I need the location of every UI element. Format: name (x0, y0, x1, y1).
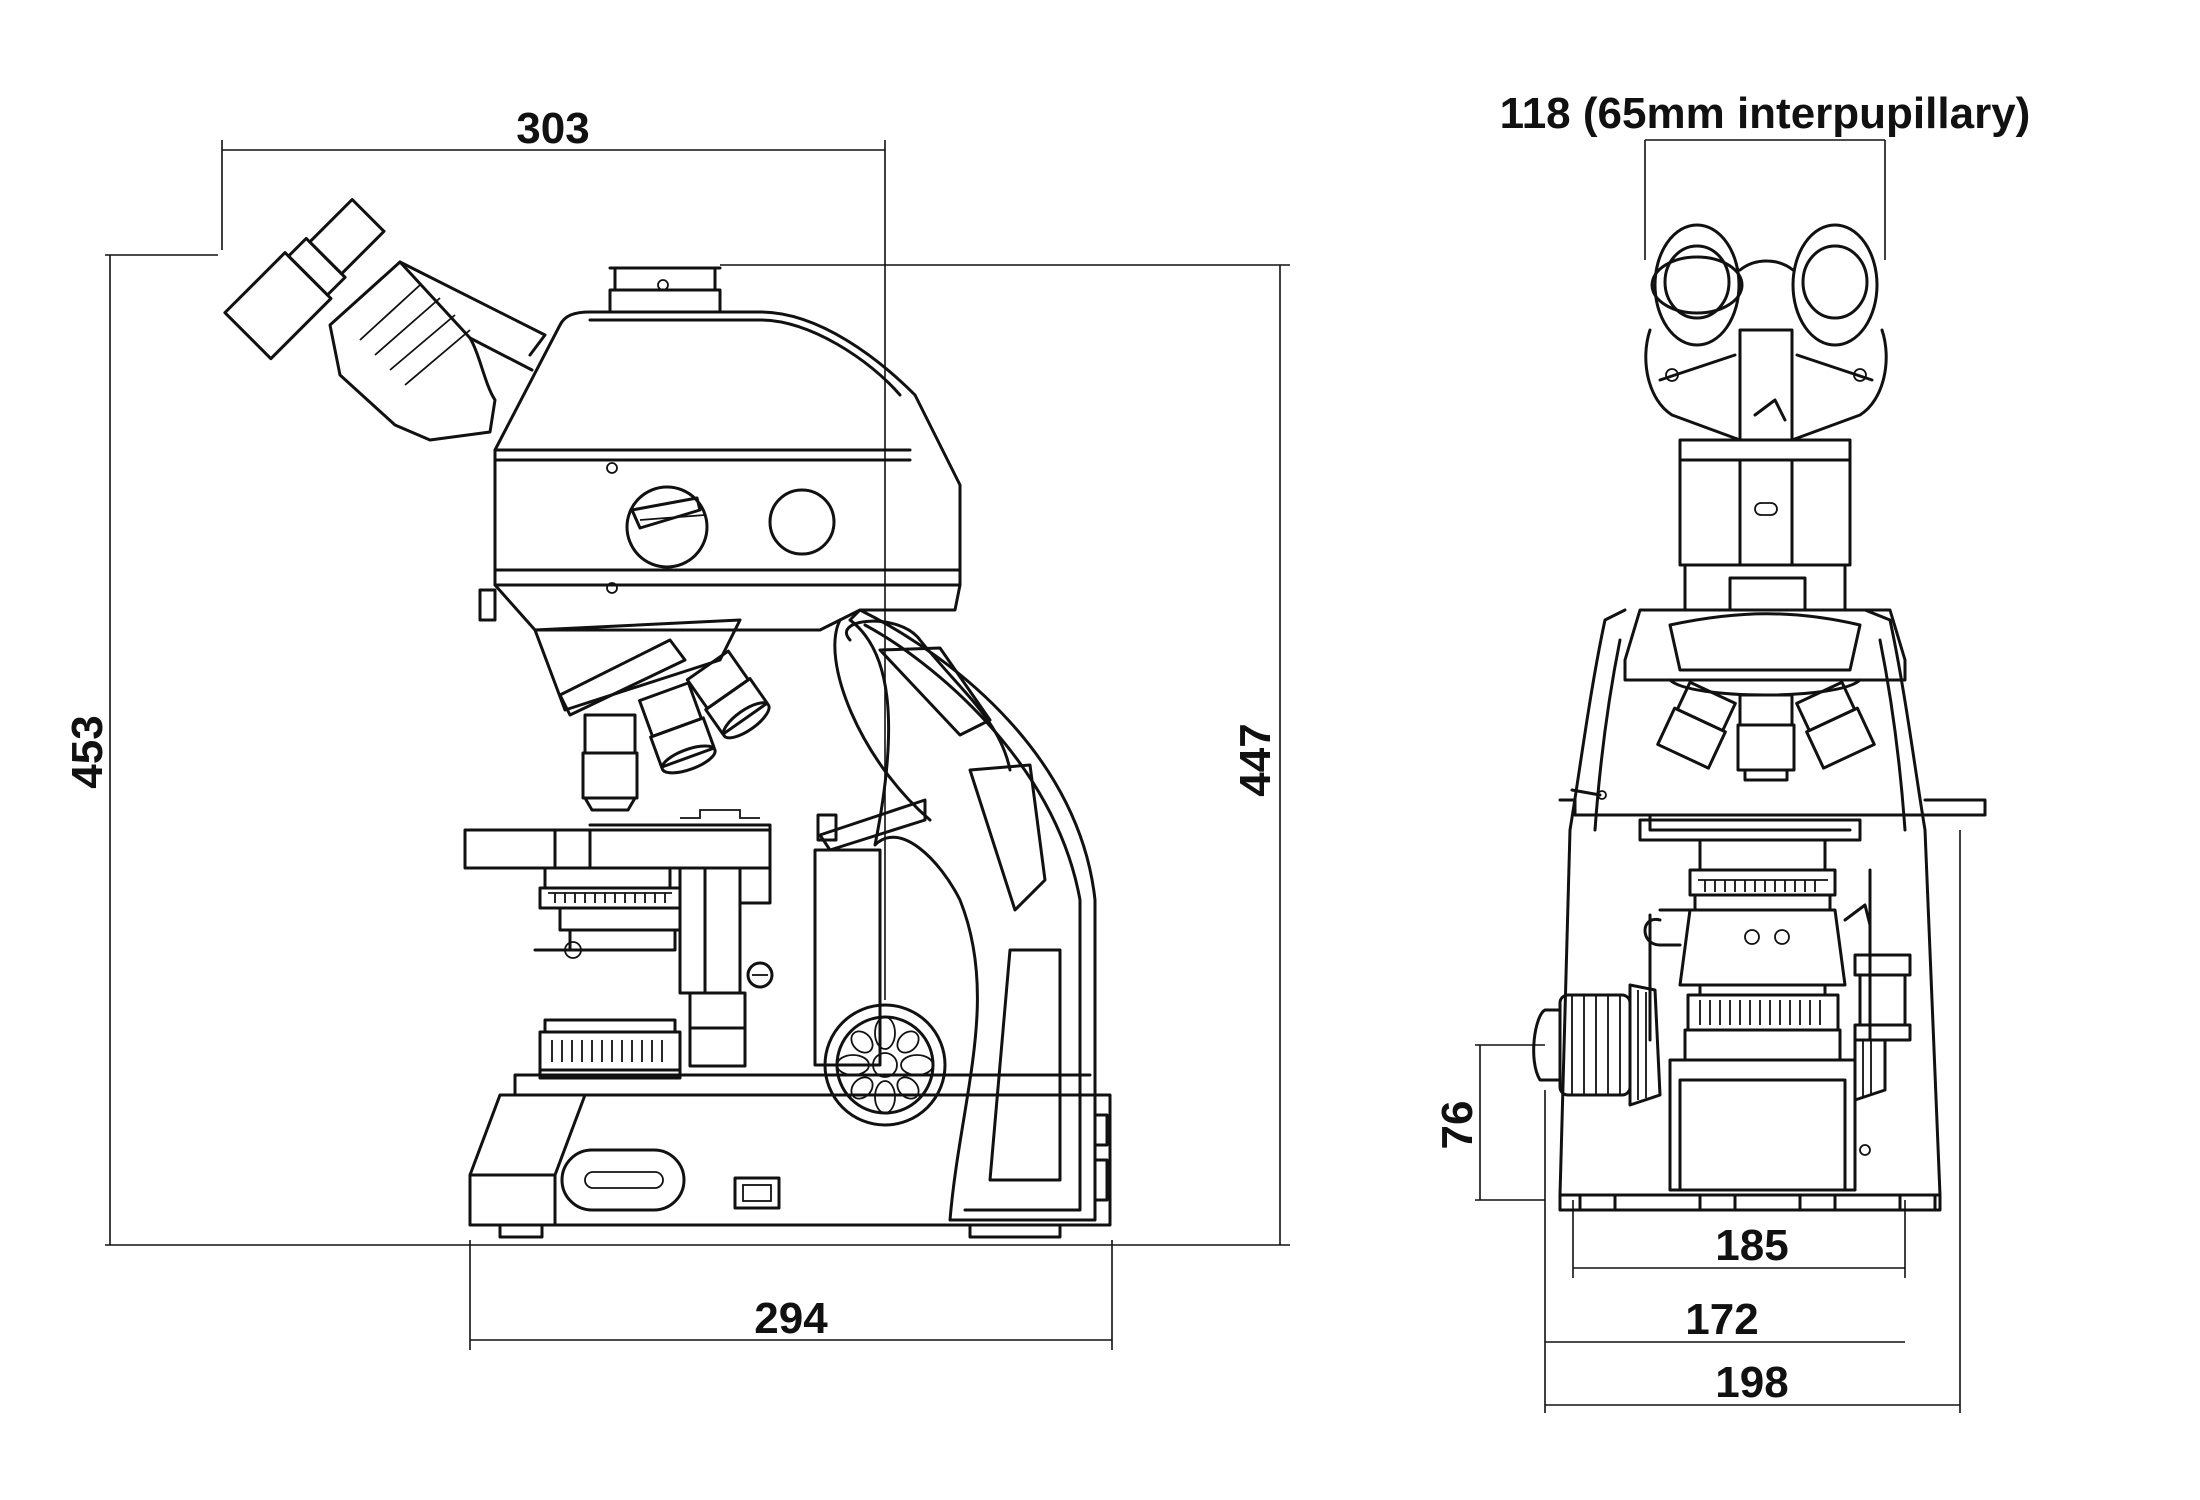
front-stand (1558, 608, 1987, 1212)
dim-knob-span: 172 (1685, 1295, 1758, 1344)
dim-eyepiece-spacing: 118 (65mm interpupillary) (1500, 89, 2031, 138)
side-focus-knob (823, 1003, 947, 1127)
side-base (468, 1073, 1112, 1239)
side-view: 303 453 447 294 (63, 104, 1290, 1350)
dim-overall-depth: 303 (516, 104, 589, 153)
front-stage-assembly (1643, 838, 1912, 1192)
side-arm (833, 608, 1097, 1222)
side-head (478, 266, 962, 632)
front-focus-knob-left (1532, 983, 1662, 1107)
front-eyepieces (1644, 223, 1888, 442)
dim-overall-height: 453 (63, 715, 112, 788)
side-stage-assembly (463, 798, 927, 1080)
dim-overall-width: 198 (1715, 1358, 1788, 1407)
dim-base-depth: 294 (754, 1294, 828, 1343)
side-objectives (533, 618, 771, 812)
front-head (1623, 438, 1907, 697)
side-dimensions: 303 453 447 294 (63, 104, 1290, 1350)
dim-base-width: 185 (1715, 1221, 1788, 1270)
side-eyepiece (223, 198, 547, 442)
dim-knob-height: 76 (1433, 1101, 1482, 1150)
front-view: 118 (65mm interpupillary) 76 185 172 198 (1433, 89, 2030, 1413)
front-objectives (1656, 680, 1876, 782)
dim-stand-height: 447 (1231, 723, 1280, 796)
front-dimensions: 118 (65mm interpupillary) 76 185 172 198 (1433, 89, 2030, 1413)
front-focus-knob-right (1853, 1038, 1887, 1156)
